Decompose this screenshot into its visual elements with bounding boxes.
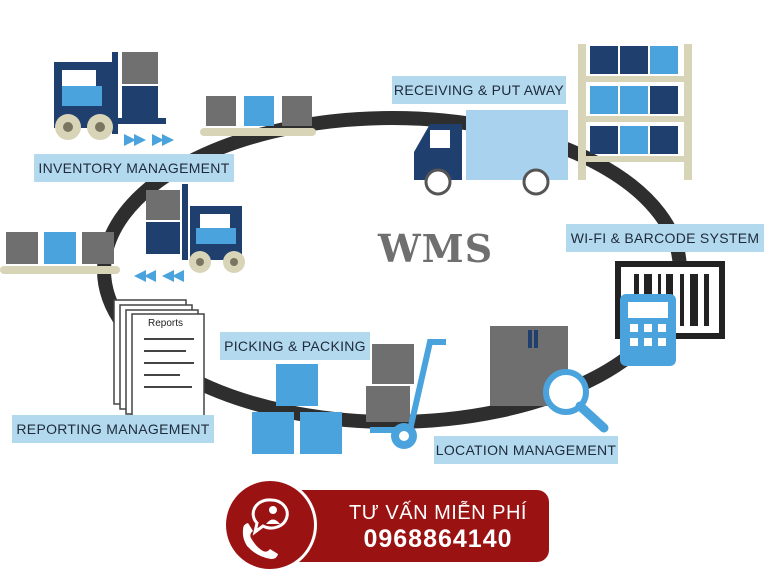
truck-icon bbox=[414, 110, 568, 196]
arrows-right-icon bbox=[124, 134, 174, 146]
picking-boxes-icon bbox=[252, 364, 342, 454]
forklift-left-icon bbox=[146, 184, 245, 273]
label-location-management: LOCATION MANAGEMENT bbox=[434, 436, 618, 464]
arrows-left-icon bbox=[134, 270, 184, 282]
center-title: WMS bbox=[378, 226, 494, 271]
label-wifi-barcode-system: WI-FI & BARCODE SYSTEM bbox=[566, 224, 764, 252]
reports-doc-title: Reports bbox=[148, 318, 184, 329]
cta-line1: TƯ VẤN MIỄN PHÍ bbox=[349, 502, 527, 524]
phone-chat-icon bbox=[242, 498, 289, 559]
conveyor-top-icon bbox=[200, 96, 316, 136]
forklift-top-icon bbox=[54, 52, 166, 140]
conveyor-left-icon bbox=[0, 232, 120, 274]
label-reporting-management: REPORTING MANAGEMENT bbox=[12, 415, 214, 443]
warehouse-shelf-icon bbox=[578, 44, 692, 180]
barcode-scanner-icon bbox=[615, 261, 725, 366]
location-box-magnifier-icon bbox=[490, 326, 609, 433]
reports-document-icon bbox=[113, 299, 205, 419]
label-receiving-put-away: RECEIVING & PUT AWAY bbox=[392, 76, 566, 104]
label-inventory-management: INVENTORY MANAGEMENT bbox=[34, 154, 234, 182]
cta-phone: 0968864140 bbox=[363, 525, 513, 553]
label-picking-packing: PICKING & PACKING bbox=[220, 332, 370, 360]
hand-truck-icon bbox=[366, 339, 446, 449]
